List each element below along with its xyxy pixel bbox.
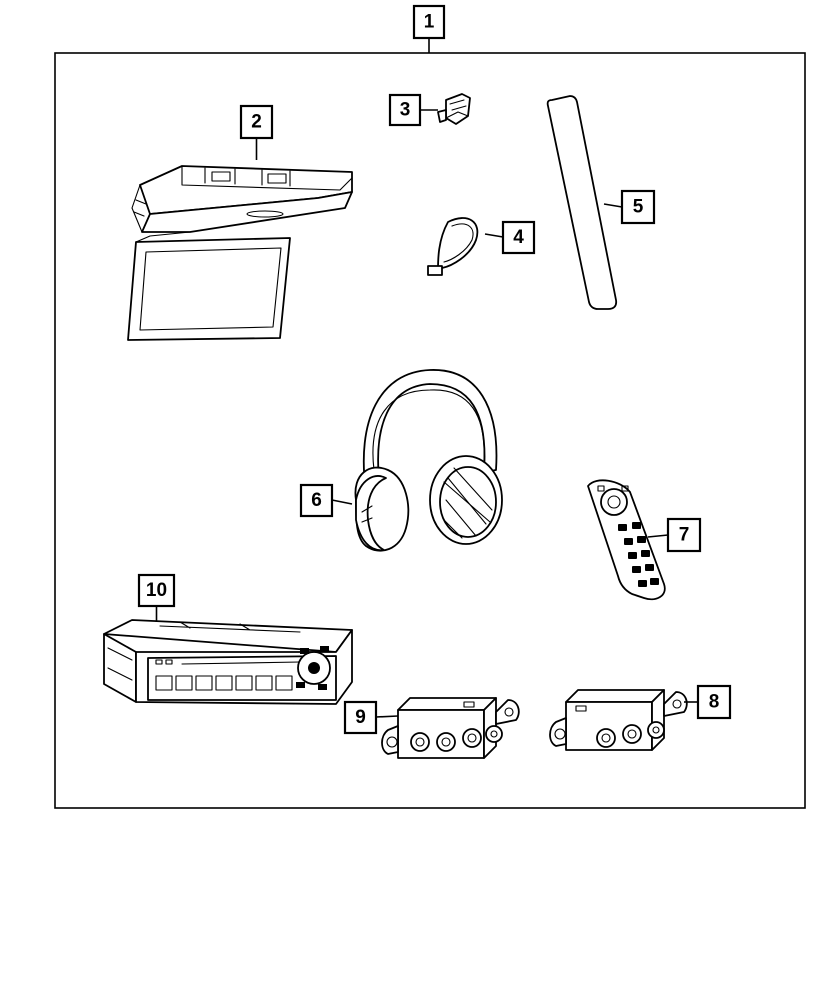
- leader-5: [603, 203, 623, 208]
- callout-6[interactable]: 6: [299, 483, 334, 518]
- callout-3[interactable]: 3: [388, 93, 422, 127]
- callout-1-label: 1: [424, 12, 435, 33]
- cable-tie-illustration: [427, 217, 479, 276]
- callout-2-label: 2: [251, 112, 262, 133]
- clip-illustration: [437, 93, 471, 125]
- callout-2[interactable]: 2: [239, 104, 274, 140]
- callout-8[interactable]: 8: [696, 684, 732, 720]
- callout-10[interactable]: 10: [137, 573, 176, 608]
- aux-jack-module-9-illustration: [381, 697, 520, 759]
- strip-pad-illustration: [546, 95, 618, 310]
- overhead-monitor-illustration: [127, 165, 353, 341]
- callout-5[interactable]: 5: [620, 189, 656, 225]
- callout-9[interactable]: 9: [343, 700, 378, 735]
- leader-7: [647, 534, 669, 538]
- callout-5-label: 5: [633, 197, 644, 218]
- callout-1[interactable]: 1: [412, 4, 446, 40]
- callout-3-label: 3: [400, 100, 411, 121]
- dvd-player-illustration: [103, 619, 353, 705]
- callout-4-label: 4: [513, 227, 524, 248]
- aux-jack-module-8-illustration: [549, 689, 688, 751]
- callout-7[interactable]: 7: [666, 517, 702, 553]
- headphones-illustration: [354, 369, 503, 552]
- callout-7-label: 7: [679, 525, 690, 546]
- callout-4[interactable]: 4: [501, 220, 536, 255]
- leader-9: [375, 715, 399, 718]
- assembly-frame: [54, 52, 806, 809]
- callout-10-label: 10: [146, 580, 167, 601]
- callout-6-label: 6: [311, 490, 322, 511]
- remote-control-illustration: [587, 479, 666, 601]
- callout-8-label: 8: [709, 692, 720, 713]
- leader-4: [484, 233, 504, 238]
- callout-9-label: 9: [355, 707, 366, 728]
- leader-6: [331, 499, 353, 505]
